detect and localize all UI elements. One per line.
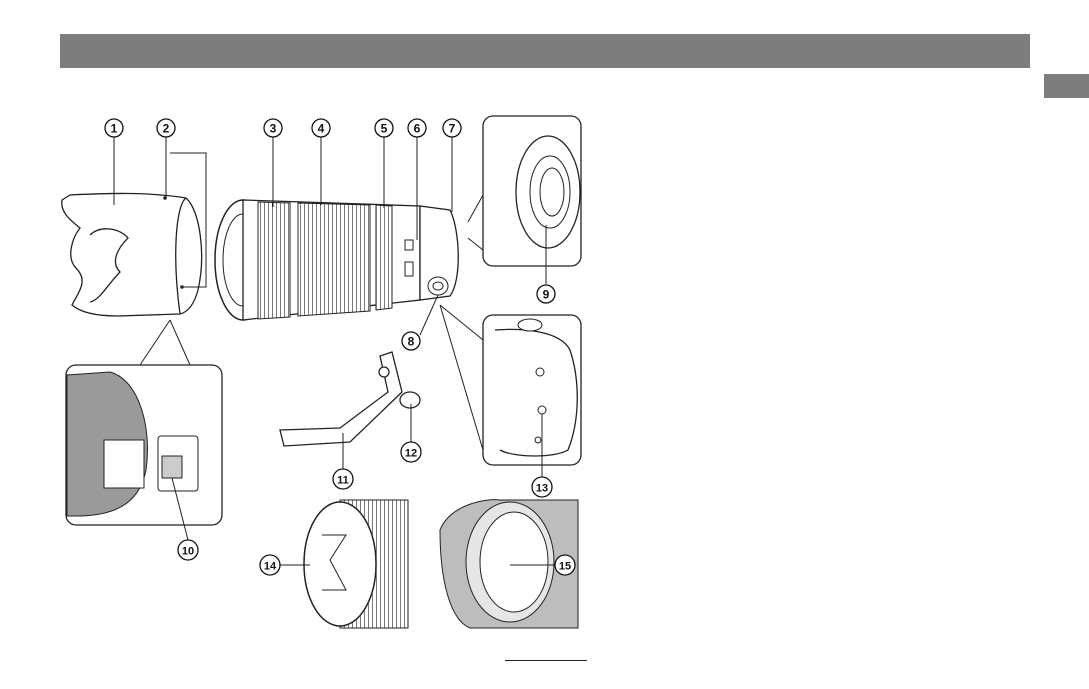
focus-limiter-switch — [405, 240, 413, 250]
callout-8: 8 — [402, 332, 420, 350]
callout-1: 1 — [105, 119, 123, 137]
lens-barrel — [215, 200, 458, 320]
svg-text:6: 6 — [414, 122, 421, 136]
callout-7: 7 — [443, 119, 461, 137]
front-cap-image — [300, 498, 410, 628]
callout-6: 6 — [408, 119, 426, 137]
svg-text:10: 10 — [182, 546, 194, 558]
callout-2: 2 — [157, 119, 175, 137]
mount-inset — [468, 116, 581, 266]
svg-text:9: 9 — [543, 288, 550, 302]
svg-text:1: 1 — [111, 122, 118, 136]
svg-text:4: 4 — [318, 122, 325, 136]
svg-text:7: 7 — [449, 122, 456, 136]
callout-10: 10 — [178, 540, 198, 560]
callout-3: 3 — [264, 119, 282, 137]
callout-13: 13 — [532, 477, 552, 497]
svg-text:8: 8 — [408, 335, 415, 349]
callout-5: 5 — [375, 119, 393, 137]
callout-4: 4 — [312, 119, 330, 137]
callout-14: 14 — [260, 555, 280, 575]
svg-text:2: 2 — [163, 122, 170, 136]
callout-15: 15 — [555, 555, 575, 575]
page-footer-rule — [505, 660, 587, 661]
svg-text:3: 3 — [270, 122, 277, 136]
svg-text:11: 11 — [337, 475, 349, 487]
hood-window-inset — [66, 320, 222, 525]
svg-text:14: 14 — [264, 561, 277, 573]
ois-switch — [405, 262, 413, 276]
svg-text:15: 15 — [559, 561, 571, 573]
lens-hood — [62, 193, 202, 316]
svg-text:5: 5 — [381, 122, 388, 136]
collar-inset — [440, 305, 581, 465]
tripod-foot — [280, 352, 420, 446]
callout-12: 12 — [401, 442, 421, 462]
svg-text:12: 12 — [405, 448, 417, 460]
callout-11: 11 — [333, 469, 353, 489]
svg-text:13: 13 — [536, 483, 548, 495]
callout-9: 9 — [537, 285, 555, 303]
